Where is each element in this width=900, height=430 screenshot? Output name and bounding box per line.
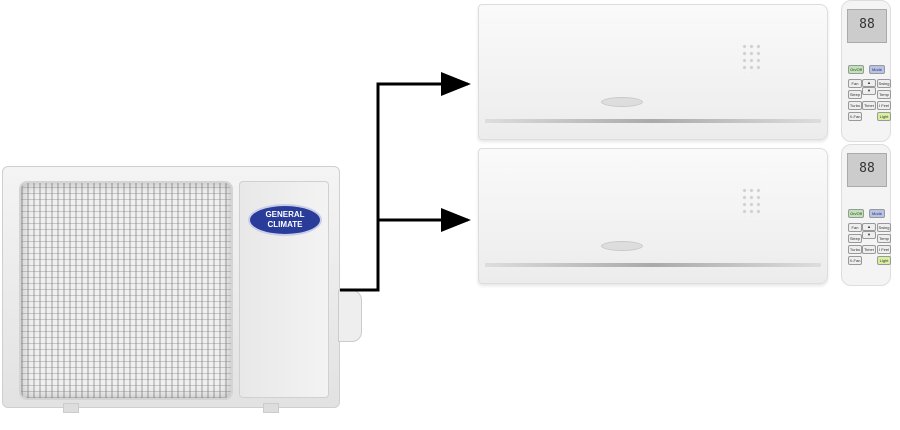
remote-button: Mode <box>869 65 885 74</box>
outdoor-unit: GENERAL CLIMATE <box>2 166 340 413</box>
display-icon <box>741 43 761 73</box>
arrow-down-icon: ▼ <box>862 231 876 239</box>
foot <box>63 403 79 413</box>
remote-lcd: 88 <box>847 153 887 187</box>
logo-text-line1: GENERAL <box>265 210 305 219</box>
remote-button: Fan <box>848 223 862 232</box>
arrow-to-unit-1 <box>340 72 471 292</box>
remote-button: Temp <box>877 234 891 243</box>
fan-grille <box>19 181 233 400</box>
remote-button: Turbo <box>848 245 862 254</box>
logo-text-line2: CLIMATE <box>267 220 303 229</box>
service-panel: GENERAL CLIMATE <box>239 181 329 398</box>
remote-button: X-Fan <box>848 112 862 121</box>
arrow-up-icon: ▲ <box>862 79 876 87</box>
remote-button: Swing <box>877 79 891 88</box>
arrow-up-icon: ▲ <box>862 223 876 231</box>
remote-button: Sleep <box>848 90 862 99</box>
remote-button: I Feel <box>877 101 891 110</box>
indoor-unit-1 <box>478 4 828 140</box>
remote-button: Temp <box>877 90 891 99</box>
remote-button: Swing <box>877 223 891 232</box>
logo-badge <box>601 241 643 251</box>
remote-button: Light <box>877 256 891 265</box>
remote-button: Timer <box>862 101 876 110</box>
remote-button: On/Off <box>848 65 864 74</box>
remote-button: I Feel <box>877 245 891 254</box>
brand-logo: GENERAL CLIMATE <box>248 204 322 236</box>
remote-button: Fan <box>848 79 862 88</box>
louver <box>485 263 821 267</box>
foot <box>263 403 279 413</box>
remote-button: On/Off <box>848 209 864 218</box>
remote-button: X-Fan <box>848 256 862 265</box>
display-icon <box>741 187 761 217</box>
indoor-unit-2 <box>478 148 828 284</box>
remote-button: Mode <box>869 209 885 218</box>
arrow-down-icon: ▼ <box>862 87 876 95</box>
remote-button: Timer <box>862 245 876 254</box>
louver <box>485 119 821 123</box>
logo-badge <box>601 97 643 107</box>
remote-lcd: 88 <box>847 9 887 43</box>
remote-button: Sleep <box>848 234 862 243</box>
remote-button: Light <box>877 112 891 121</box>
remote-button: Turbo <box>848 101 862 110</box>
